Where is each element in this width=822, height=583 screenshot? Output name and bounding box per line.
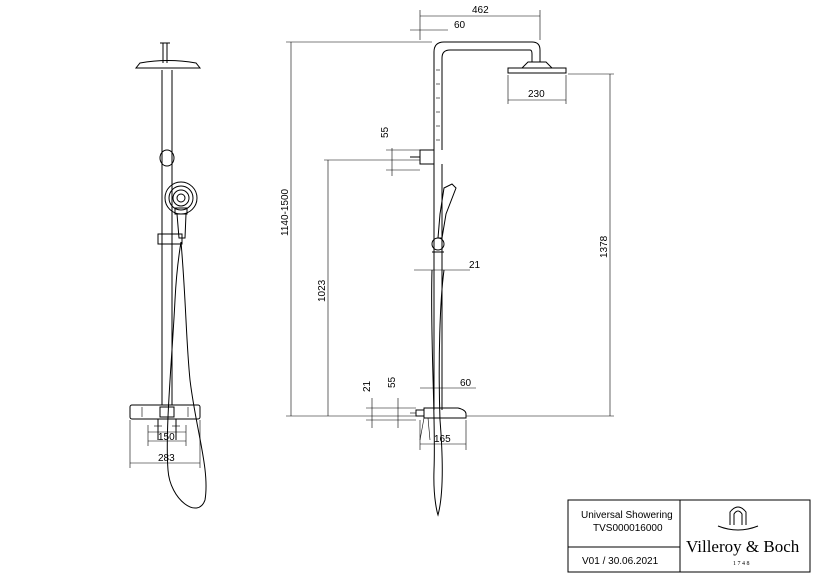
hand-shower-front: [164, 181, 198, 239]
dim-55-bottom: 55: [387, 376, 398, 388]
front-slider-knob: [159, 149, 175, 167]
dim-21-bottom: 21: [362, 380, 373, 392]
head-shower-front: [134, 60, 202, 69]
front-slider-bracket: [157, 233, 183, 245]
brand-name: Villeroy & Boch: [686, 537, 800, 556]
side-slider-knob: [431, 237, 445, 251]
hand-shower-side: [437, 183, 457, 239]
drawing-version: V01 / 30.06.2021: [582, 556, 659, 567]
brand-logo-icon: [717, 506, 759, 531]
dim-1140-1500: 1140-1500: [280, 188, 291, 236]
dim-1023: 1023: [317, 279, 328, 302]
thermostat-side: [423, 407, 467, 419]
hose-side: [431, 269, 445, 517]
dim-230: 230: [528, 89, 545, 100]
head-shower-side: [507, 67, 567, 74]
dim-21-mid: 21: [469, 260, 481, 271]
dim-165: 165: [434, 434, 451, 445]
shower-arm-side: [433, 41, 541, 158]
brand-year: 1748: [733, 561, 751, 567]
hose-front: [166, 241, 207, 509]
dim-150: 150: [158, 432, 175, 443]
dim-283: 283: [158, 453, 175, 464]
product-code: TVS000016000: [593, 523, 663, 534]
dim-1378: 1378: [599, 235, 610, 258]
side-view: 462 60 230 55 1140-1500 1023 21 1378 21: [280, 5, 614, 517]
dim-60-bottom: 60: [460, 378, 472, 389]
title-block: Universal Showering TVS000016000 V01 / 3…: [567, 499, 811, 573]
dim-60-top: 60: [454, 20, 466, 31]
product-name: Universal Showering: [581, 510, 673, 521]
front-view: 150 283: [129, 42, 207, 509]
thermostat-front: [129, 404, 201, 420]
dim-55-top: 55: [380, 126, 391, 138]
dim-462: 462: [472, 5, 489, 16]
wall-bracket-top: [419, 149, 435, 165]
